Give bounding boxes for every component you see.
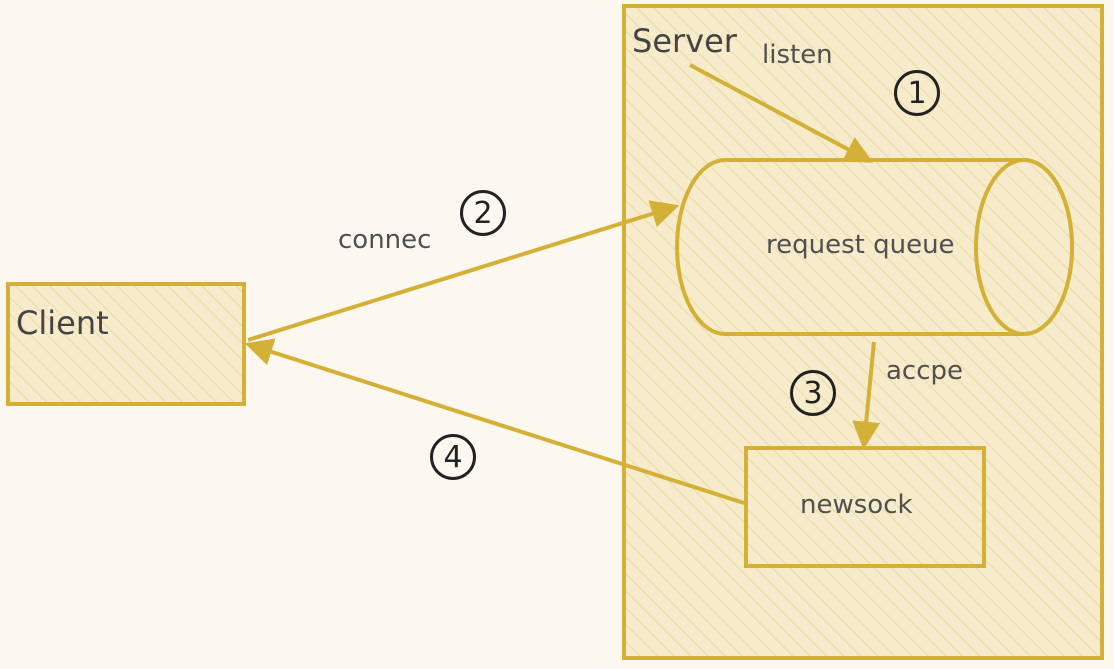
request-queue-cylinder <box>675 158 1074 336</box>
client-title: Client <box>16 304 109 342</box>
connect-arrow <box>247 200 680 342</box>
step-3-marker: 3 <box>790 370 836 416</box>
connect-label: connec <box>338 225 432 255</box>
listen-label: listen <box>762 40 833 70</box>
client-box <box>6 282 246 406</box>
step-4-marker: 4 <box>430 434 476 480</box>
step-2-marker: 2 <box>460 190 506 236</box>
request-queue-label: request queue <box>766 230 955 260</box>
accept-arrow <box>852 341 881 450</box>
step-1-marker: 1 <box>894 70 940 116</box>
listen-arrow <box>689 63 873 163</box>
accept-label: accpe <box>886 356 964 386</box>
server-title: Server <box>632 22 737 60</box>
response-arrow <box>244 338 745 505</box>
newsock-label: newsock <box>800 490 913 520</box>
